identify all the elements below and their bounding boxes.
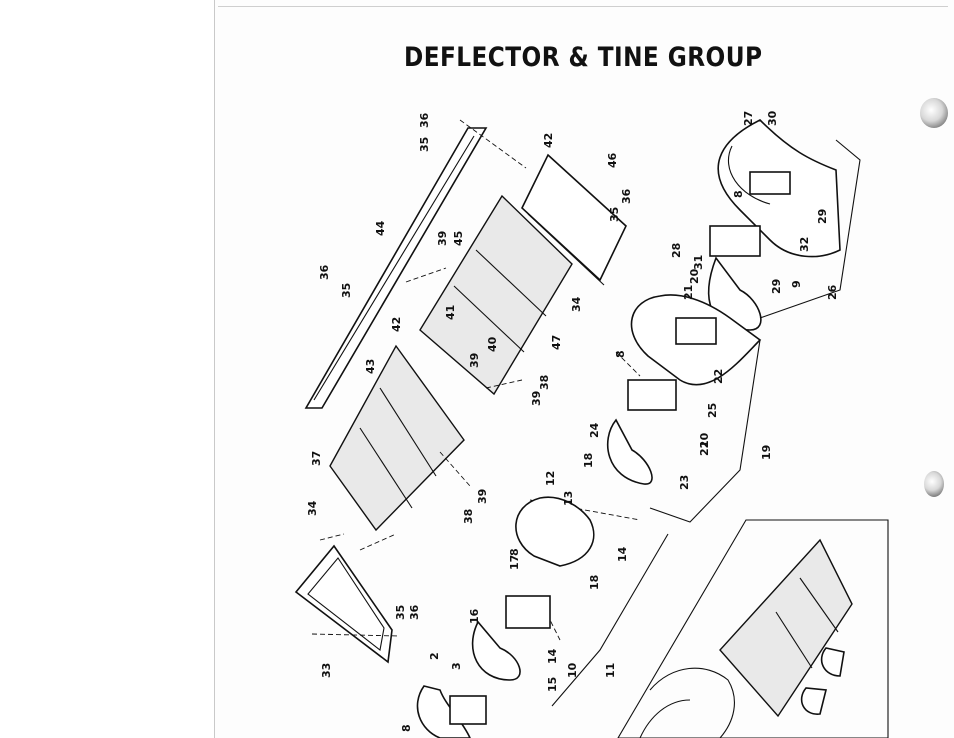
callout-label: 45 xyxy=(452,231,465,246)
group-outline-19 xyxy=(649,339,761,523)
shield-frame xyxy=(294,544,393,664)
tine-blade-11 xyxy=(471,620,521,681)
callout-label: 35 xyxy=(394,605,407,620)
callout-label: 22 xyxy=(712,369,725,384)
tine-hub-26 xyxy=(709,225,761,257)
callout-label: 21 xyxy=(682,285,695,300)
callout-label: 12 xyxy=(544,471,557,486)
callout-label: 24 xyxy=(588,422,601,438)
callout-label: 38 xyxy=(462,509,475,524)
callout-label: 29 xyxy=(816,209,829,224)
callout-label: 17 xyxy=(508,555,521,570)
callout-label: 32 xyxy=(798,237,811,252)
callout-label: 39 xyxy=(468,353,481,368)
callout-label: 41 xyxy=(444,305,457,320)
inset-tine-2 xyxy=(800,687,828,715)
callout-label: 11 xyxy=(604,663,617,678)
alignment-lines xyxy=(311,119,641,641)
callout-label: 36 xyxy=(418,112,431,128)
callout-label: 25 xyxy=(706,403,719,418)
group-outline-11 xyxy=(551,533,669,707)
group-outline-26 xyxy=(759,139,861,319)
callout-label: 2 xyxy=(428,652,441,660)
inset-tine xyxy=(820,647,845,677)
callout-label: 9 xyxy=(790,280,803,288)
callout-label: 40 xyxy=(486,336,499,352)
callout-label: 28 xyxy=(670,243,683,258)
callout-label: 3 xyxy=(450,662,463,670)
callout-label: 18 xyxy=(582,453,595,468)
callout-label: 31 xyxy=(692,255,705,270)
callout-label: 30 xyxy=(766,110,779,126)
callout-label: 14 xyxy=(546,648,559,664)
callout-label: 8 xyxy=(732,190,745,198)
callout-label: 35 xyxy=(608,207,621,222)
callout-label: 36 xyxy=(318,264,331,280)
callout-label: 8 xyxy=(508,548,521,556)
callout-label: 33 xyxy=(320,663,333,678)
callout-label: 37 xyxy=(310,451,323,466)
tine-group-11 xyxy=(515,496,595,567)
lower-shield xyxy=(329,344,465,532)
callout-label: 39 xyxy=(476,489,489,504)
callout-label: 22 xyxy=(698,441,711,456)
callout-label: 42 xyxy=(542,133,555,148)
callout-label: 10 xyxy=(698,432,711,448)
shield-frame-inner xyxy=(307,557,385,651)
callout-label: 43 xyxy=(364,359,377,374)
callout-label: 36 xyxy=(408,604,421,620)
callout-label: 36 xyxy=(620,188,633,204)
callout-label: 39 xyxy=(530,391,543,406)
callout-label: 16 xyxy=(468,608,481,624)
callout-label: 44 xyxy=(374,220,387,236)
tine-hub-11 xyxy=(505,595,551,629)
inset-frame xyxy=(617,519,889,738)
tine-bracket-26 xyxy=(749,171,791,195)
tine-bracket-lower xyxy=(449,695,487,725)
callout-label: 46 xyxy=(606,152,619,168)
callout-label: 35 xyxy=(340,283,353,298)
binder-hole-bottom xyxy=(924,471,944,497)
callout-label: 19 xyxy=(760,445,773,460)
callout-label: 18 xyxy=(588,575,601,590)
callout-label: 15 xyxy=(546,677,559,692)
callout-label: 29 xyxy=(770,279,783,294)
callout-label: 38 xyxy=(538,375,551,390)
inset-tiller-outline xyxy=(639,667,735,738)
callout-label: 23 xyxy=(678,475,691,490)
callout-label: 35 xyxy=(418,137,431,152)
callout-label: 27 xyxy=(742,111,755,126)
middle-shield xyxy=(419,194,573,396)
top-shield xyxy=(521,153,627,282)
callout-label: 14 xyxy=(616,546,629,562)
tine-hub-19 xyxy=(627,379,677,411)
callout-label: 39 xyxy=(436,231,449,246)
tine-blade-lower xyxy=(416,685,471,738)
callout-label: 10 xyxy=(566,662,579,678)
page-title: DEFLECTOR & TINE GROUP xyxy=(404,42,763,73)
callout-label: 26 xyxy=(826,284,839,300)
callout-labels: 36 35 42 46 44 36 35 39 45 35 36 43 42 4… xyxy=(306,110,839,732)
callout-label: 13 xyxy=(562,491,575,506)
sheet-top-rule xyxy=(218,6,948,7)
callout-label: 8 xyxy=(614,350,627,358)
binder-hole-top xyxy=(920,98,948,128)
callout-label: 47 xyxy=(550,335,563,350)
callout-label: 20 xyxy=(688,268,701,284)
callout-label: 8 xyxy=(400,724,413,732)
tine-bracket-19 xyxy=(675,317,717,345)
callout-label: 42 xyxy=(390,317,403,332)
callout-label: 34 xyxy=(570,296,583,312)
callout-label: 34 xyxy=(306,500,319,516)
tine-blade-19 xyxy=(606,418,653,485)
